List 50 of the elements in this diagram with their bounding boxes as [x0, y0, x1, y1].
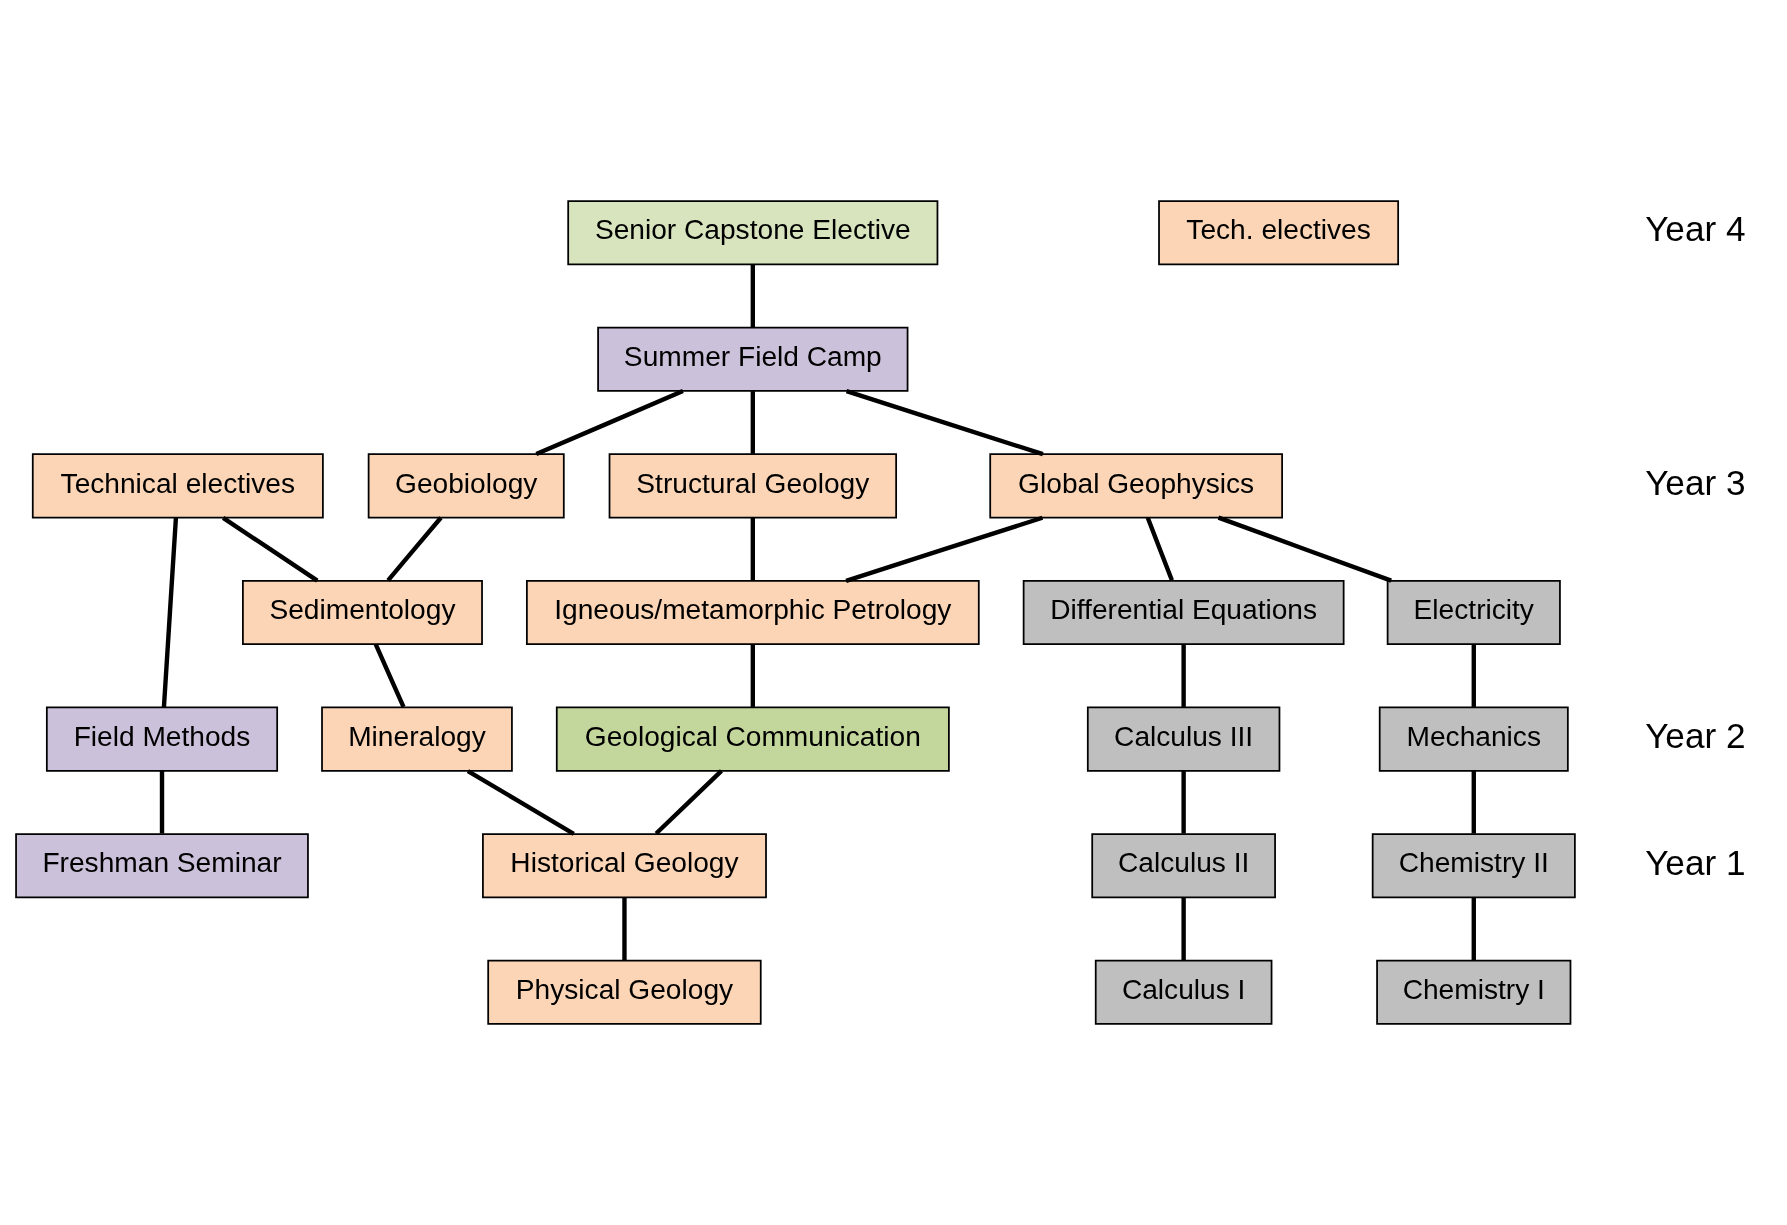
connector — [221, 516, 319, 583]
node-box: Historical Geology — [482, 833, 767, 899]
label: Year 1 — [1645, 842, 1746, 882]
node-box: Sedimentology — [242, 579, 483, 646]
node-box: Mechanics — [1378, 706, 1569, 772]
label: Year 2 — [1645, 715, 1746, 755]
connector — [535, 389, 684, 457]
node-box: Chemistry I — [1376, 959, 1572, 1025]
node-box: Geobiology — [367, 453, 565, 519]
node-box: Freshman Seminar — [15, 833, 309, 899]
node-box: Geological Communication — [555, 706, 950, 772]
node-box: Field Methods — [45, 706, 279, 772]
connector — [1181, 770, 1186, 834]
connector — [750, 264, 756, 328]
connector — [622, 897, 627, 961]
connector — [750, 644, 756, 707]
label: Year 4 — [1645, 209, 1746, 249]
node-box: Chemistry II — [1371, 833, 1576, 899]
connector — [159, 770, 165, 834]
connector — [654, 769, 723, 836]
node-box: Mineralogy — [321, 706, 513, 772]
connector — [1217, 515, 1392, 583]
node-box: Igneous/metamorphic Petrology — [526, 579, 980, 646]
connector — [1471, 644, 1476, 707]
node-box: Structural Geology — [608, 453, 897, 519]
node-box: Global Geophysics — [989, 453, 1283, 519]
node-box: Technical electives — [31, 453, 324, 519]
connector — [466, 769, 575, 836]
label: Year 3 — [1645, 462, 1746, 502]
connector — [845, 515, 1044, 583]
node-box: Differential Equations — [1022, 579, 1345, 646]
node-box: Senior Capstone Elective — [567, 200, 939, 266]
connector — [161, 517, 179, 708]
connector — [1471, 897, 1476, 961]
node-box: Tech. electives — [1158, 200, 1400, 266]
connector — [1145, 516, 1174, 582]
node-box: Physical Geology — [487, 959, 762, 1025]
node-box: Electricity — [1386, 579, 1561, 646]
connector — [373, 643, 406, 708]
connector — [750, 517, 756, 581]
connector — [1471, 770, 1476, 834]
connector — [1181, 644, 1186, 707]
node-box: Summer Field Camp — [597, 326, 909, 392]
connector — [386, 516, 443, 582]
node-box: Calculus II — [1091, 833, 1276, 899]
connector — [1181, 897, 1186, 961]
node-box: Calculus III — [1086, 706, 1281, 772]
node-box: Calculus I — [1094, 959, 1273, 1025]
connector — [845, 389, 1044, 457]
connector — [750, 391, 756, 454]
